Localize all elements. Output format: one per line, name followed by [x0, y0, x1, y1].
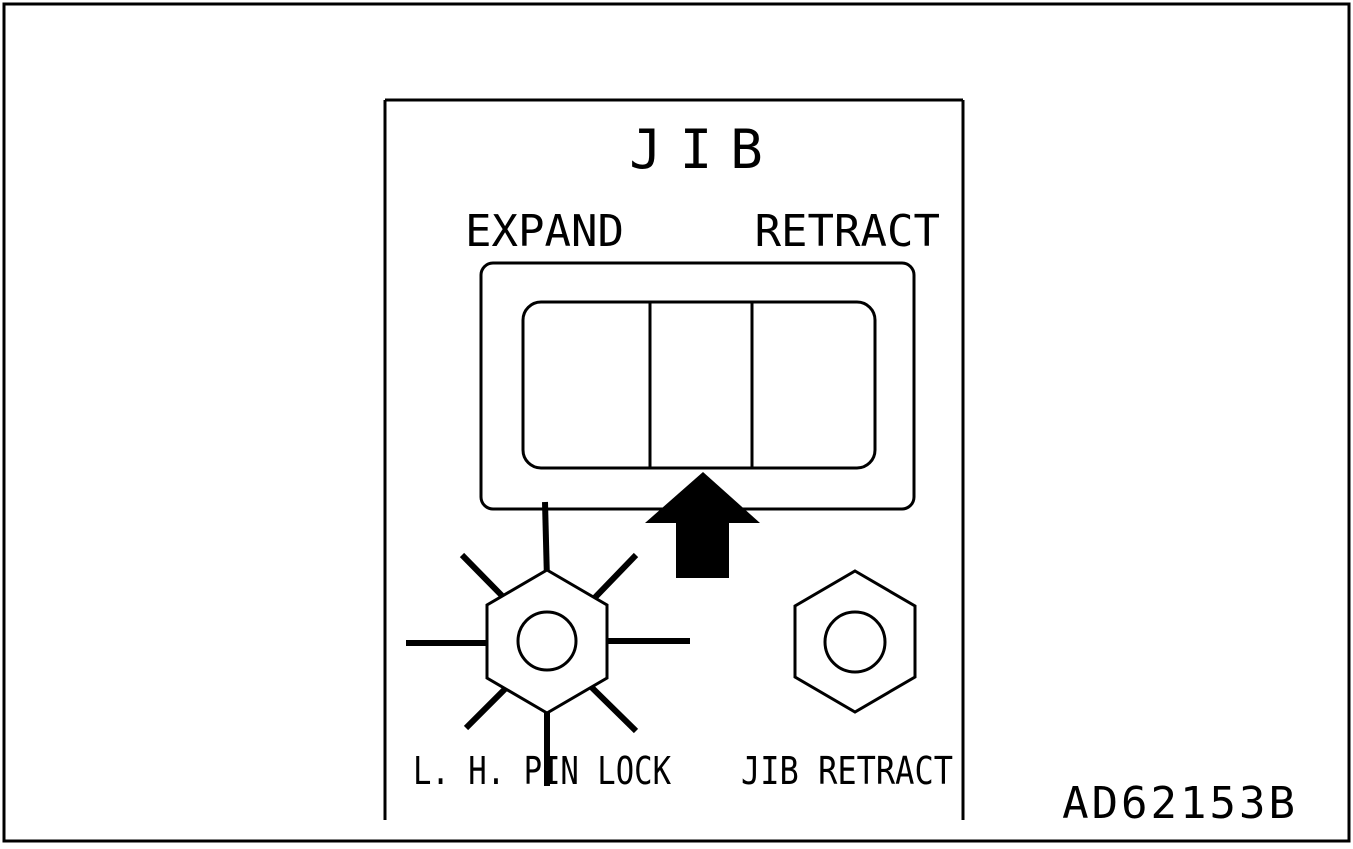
panel-title: JIB — [629, 118, 781, 181]
jib-retract-lamp — [793, 569, 917, 714]
expand-label: EXPAND — [465, 206, 624, 257]
lamp-lens-icon — [516, 610, 578, 672]
jib-retract-label: JIB RETRACT — [741, 749, 953, 793]
figure-code: AD62153B — [1062, 778, 1298, 829]
pin-lock-label: L. H. PIN LOCK — [413, 749, 671, 793]
pin-lock-lamp — [406, 501, 690, 785]
jib-rocker-switch[interactable] — [521, 300, 877, 470]
arrow-up-icon — [645, 472, 760, 578]
retract-label: RETRACT — [755, 206, 940, 257]
lamp-lens-icon — [823, 610, 887, 674]
control-panel-plate — [383, 98, 965, 820]
rocker-switch-body — [521, 300, 877, 470]
